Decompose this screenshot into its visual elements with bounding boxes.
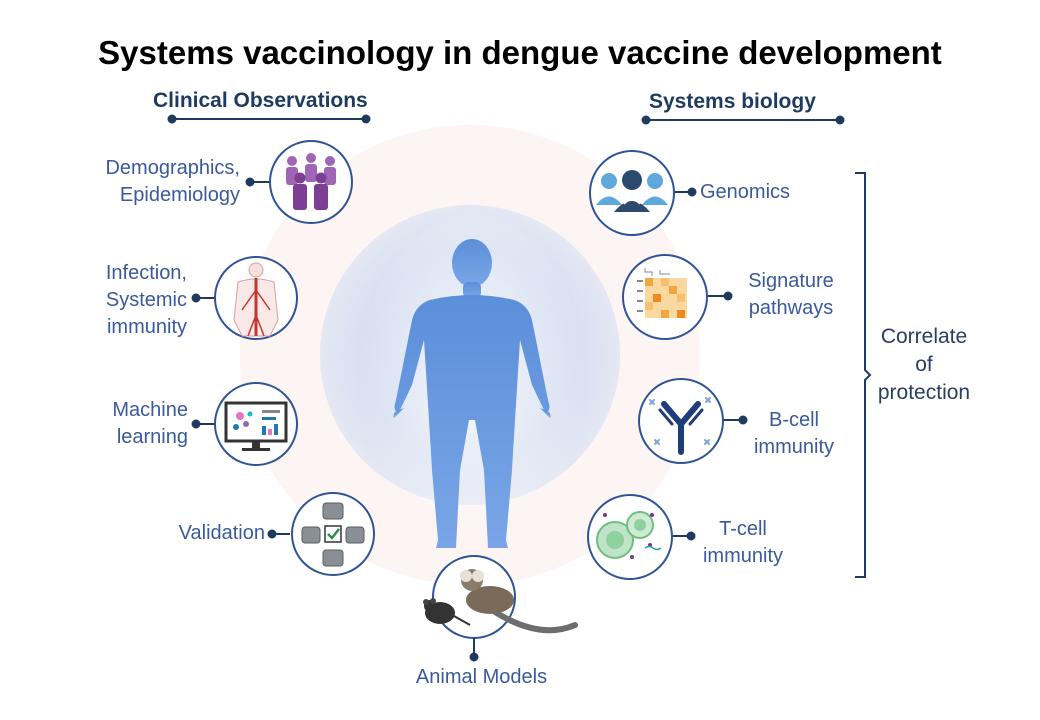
label-genomics: Genomics xyxy=(700,181,791,203)
right-heading-rule xyxy=(641,115,845,125)
connector-infection xyxy=(191,293,216,303)
right-heading: Systems biology xyxy=(649,90,816,113)
computer-monitor-icon xyxy=(224,401,288,451)
connector-validation xyxy=(267,529,290,539)
label-infection: Infection, Systemic immunity xyxy=(105,262,187,338)
connector-animal-models xyxy=(469,638,479,662)
label-animal-models: Animal Models xyxy=(415,666,548,688)
label-signature-pathways: Signature pathways xyxy=(748,270,834,319)
connector-genomics xyxy=(673,187,697,197)
label-b-cell: B-cell immunity xyxy=(753,409,834,458)
genomics-circle xyxy=(589,150,675,236)
correlate-bracket xyxy=(855,172,872,578)
connector-machine-learning xyxy=(191,419,216,429)
left-heading-rule xyxy=(167,114,371,124)
marmoset-mouse-icon xyxy=(423,569,578,634)
label-t-cell: T-cell immunity xyxy=(702,518,783,567)
connector-t-cell xyxy=(671,531,696,541)
connector-signature xyxy=(708,291,733,301)
label-machine-learning: Machine learning xyxy=(112,399,188,448)
connector-demographics xyxy=(245,177,270,187)
t-cell-icon xyxy=(596,511,662,559)
vascular-body-icon xyxy=(233,262,279,337)
connector-b-cell xyxy=(723,415,748,425)
people-dna-icon xyxy=(596,170,668,212)
antibody-icon xyxy=(649,397,711,455)
label-validation: Validation xyxy=(178,522,265,544)
database-check-icon xyxy=(301,502,365,567)
label-correlate-of-protection: Correlate of protection xyxy=(877,325,971,404)
diagram-title: Systems vaccinology in dengue vaccine de… xyxy=(98,34,942,71)
heatmap-icon xyxy=(637,268,687,318)
human-body-icon xyxy=(393,239,551,548)
left-heading: Clinical Observations xyxy=(153,89,368,112)
people-group-icon xyxy=(286,153,336,210)
label-demographics: Demographics, Epidemiology xyxy=(105,157,240,206)
